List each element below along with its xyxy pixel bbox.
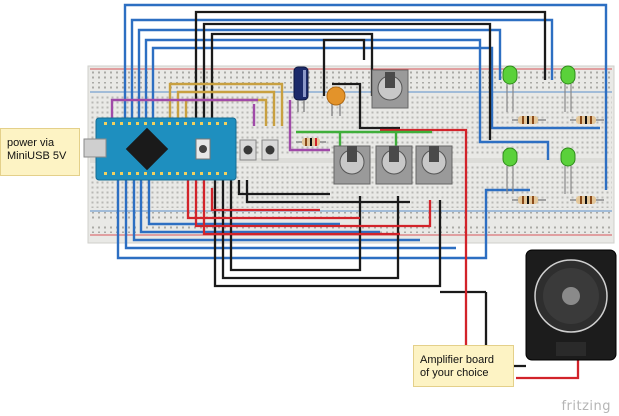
wire-red bbox=[202, 180, 400, 236]
wire-black bbox=[194, 10, 547, 126]
push-buttons bbox=[239, 139, 279, 161]
wire-blue bbox=[132, 180, 420, 242]
microcontroller-chip bbox=[125, 127, 169, 171]
wire-black bbox=[210, 32, 374, 126]
resistor bbox=[570, 116, 604, 124]
wire-blue bbox=[130, 18, 554, 126]
wire-red bbox=[194, 180, 432, 228]
wire-black bbox=[245, 180, 410, 204]
blue-wires bbox=[116, 3, 608, 260]
potentiometer bbox=[375, 145, 413, 185]
wire-black bbox=[237, 180, 330, 196]
wire-red bbox=[516, 356, 580, 380]
wire-blue bbox=[139, 180, 380, 234]
amplifier-note: Amplifier board of your choice bbox=[413, 345, 514, 387]
potentiometers bbox=[333, 69, 453, 185]
wire-yellow bbox=[176, 90, 276, 126]
led bbox=[502, 147, 518, 194]
wire-blue bbox=[116, 180, 530, 260]
ceramic-capacitor bbox=[326, 86, 346, 116]
resistor bbox=[570, 196, 604, 204]
wire-black bbox=[202, 22, 492, 140]
potentiometer bbox=[333, 145, 371, 185]
led-resistors bbox=[512, 116, 604, 204]
amplifier-note-line2: of your choice bbox=[420, 367, 489, 379]
power-note-line2: MiniUSB 5V bbox=[7, 150, 67, 162]
purple-wires bbox=[110, 98, 330, 152]
wire-blue bbox=[147, 180, 340, 226]
led bbox=[560, 65, 576, 112]
wire-black bbox=[322, 38, 366, 96]
resistor bbox=[296, 138, 326, 146]
wire-purple bbox=[110, 98, 258, 126]
amplifier-note-line1: Amplifier board bbox=[420, 354, 494, 366]
wire-blue bbox=[151, 46, 600, 130]
red-wires bbox=[186, 128, 580, 380]
wire-blue bbox=[124, 180, 456, 250]
wire-red bbox=[186, 180, 360, 220]
resistor bbox=[512, 196, 546, 204]
leds bbox=[502, 65, 576, 194]
black-wires bbox=[194, 10, 547, 368]
speaker bbox=[525, 249, 617, 361]
mini-usb-port bbox=[83, 138, 107, 158]
power-note-line1: power via bbox=[7, 137, 55, 149]
wire-red bbox=[380, 128, 468, 352]
wire-red bbox=[210, 188, 320, 212]
wire-black bbox=[221, 180, 400, 280]
wire-purple bbox=[288, 100, 330, 152]
potentiometer bbox=[415, 145, 453, 185]
fritzing-watermark: fritzing bbox=[561, 399, 611, 414]
wire-yellow bbox=[168, 82, 284, 126]
led bbox=[560, 147, 576, 194]
wire-blue bbox=[123, 3, 608, 190]
power-note: power via MiniUSB 5V bbox=[0, 128, 80, 176]
led bbox=[502, 65, 518, 112]
arduino-nano bbox=[83, 117, 237, 181]
electrolytic-capacitor bbox=[293, 66, 309, 112]
wire-blue bbox=[137, 28, 502, 126]
wire-black bbox=[332, 82, 400, 130]
potentiometer bbox=[371, 69, 409, 109]
resistor bbox=[512, 116, 546, 124]
wire-blue bbox=[144, 38, 550, 160]
